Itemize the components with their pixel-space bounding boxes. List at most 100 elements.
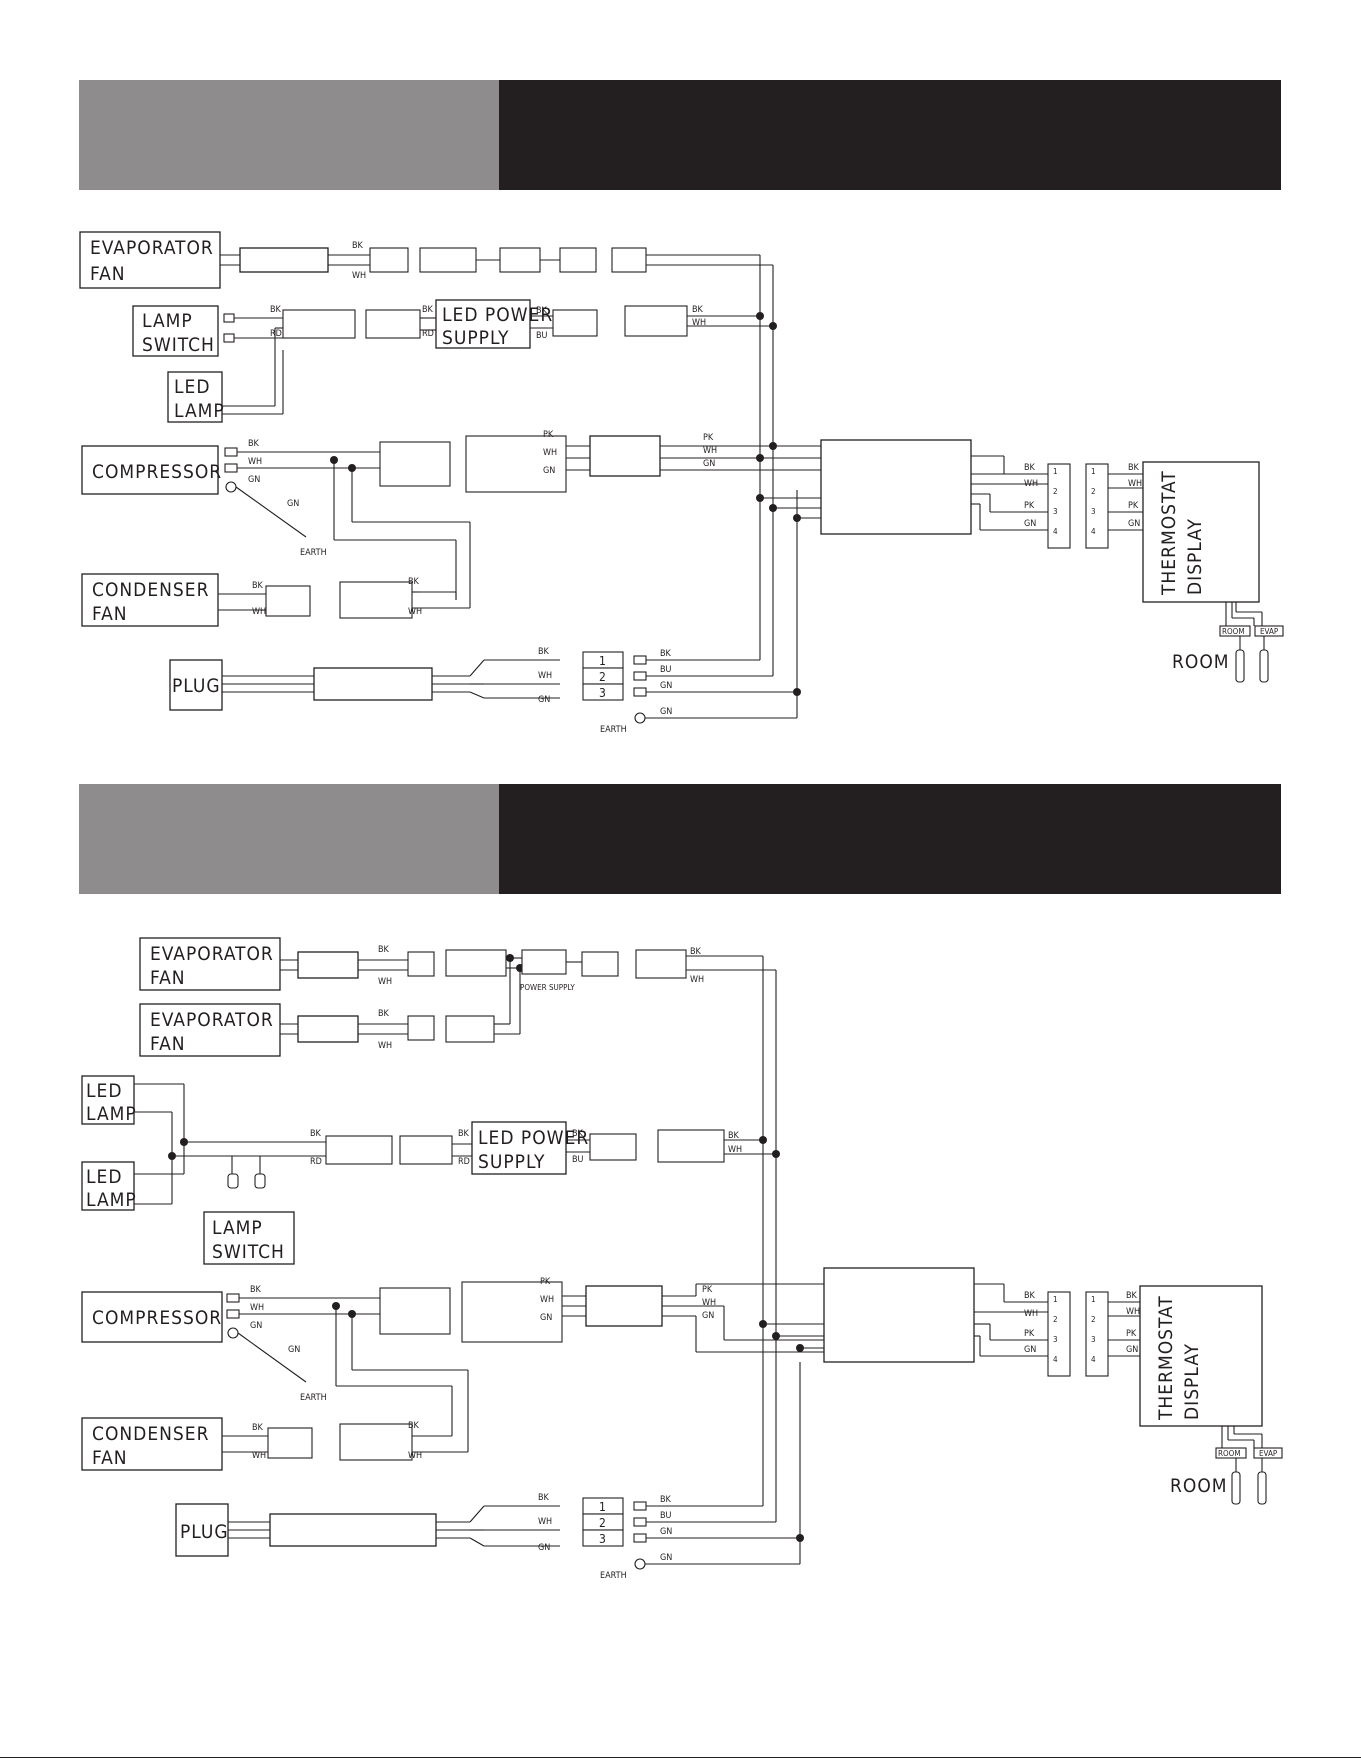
led-lamp-1-label-2: LAMP [86,1103,137,1125]
led-lamp-label-2: LAMP [174,400,225,422]
connector [445,1015,495,1043]
wire-label-rd: RD [270,329,282,339]
led-power-supply-label-2: SUPPLY [478,1151,545,1173]
terminal-number-3: 3 [599,1532,606,1546]
led-lamp-label-1: LED [174,376,210,398]
wire-label-bk: BK [690,947,702,957]
wire-label-gn: GN [538,695,550,705]
wire-label-gn: GN [1126,1345,1138,1355]
wire-label-bu: BU [536,331,548,341]
wire-label-gn: GN [660,707,672,717]
earth-label: EARTH [300,1393,327,1403]
wire-label-rd: RD [422,329,434,339]
wire-label-wh: WH [702,1298,716,1308]
connector [552,309,598,337]
connector [265,585,311,617]
led-lamp-1-label-1: LED [86,1080,122,1102]
compressor-cable-sleeve [585,1285,663,1327]
led-power-supply-box [435,299,531,349]
connector [325,1135,393,1165]
lamp-switch-label-2: SWITCH [142,334,215,356]
room-sensor-tag [1219,625,1251,637]
wire-label-bk: BK [1024,463,1036,473]
header-band-bottom [79,784,1281,894]
pin-number-4: 4 [1091,1355,1096,1364]
pin-number-4: 4 [1053,527,1058,536]
ground-terminal [227,1327,239,1339]
terminal [633,687,647,697]
pin-number-4: 4 [1091,527,1096,536]
thermostat-display-label-2: DISPLAY [1184,518,1206,595]
evap-sensor-probe [1257,1471,1267,1505]
wire-label-bk: BK [352,241,364,251]
wire-label-wh: WH [378,977,392,987]
wire-label-bk: BK [250,1285,262,1295]
terminal-block-row [582,1529,624,1547]
room-label: ROOM [1170,1475,1228,1497]
compressor-box [81,1291,223,1343]
compressor-socket-connector [465,435,567,493]
pin-number-1: 1 [1053,467,1058,476]
connector [369,247,409,273]
header-band-grey-block [79,80,499,190]
evaporator-fan-2-label-1: EVAPORATOR [150,1009,274,1031]
wire-label-bk: BK [728,1131,740,1141]
evaporator-fan-1-cable-sleeve [297,951,359,979]
power-supply-label: POWER SUPPLY [520,983,575,992]
terminal [226,1309,240,1319]
wire-label-gn: GN [1128,519,1140,529]
room-label: ROOM [1172,651,1230,673]
wire-label-pk: PK [1126,1329,1137,1339]
terminal [224,463,238,473]
led-lamp-2-box [81,1161,135,1211]
wire-label-rd: RD [310,1157,322,1167]
wire-label-wh: WH [538,1517,552,1527]
wire-label-bu: BU [660,665,672,675]
ground-terminal [225,481,237,493]
wire-label-gn: GN [702,1311,714,1321]
condenser-fan-label-1: CONDENSER [92,1423,209,1445]
room-tag-label: ROOM [1222,627,1245,636]
evaporator-fan-1-label-1: EVAPORATOR [150,943,274,965]
wire-label-wh: WH [408,1451,422,1461]
connector [399,1135,453,1165]
evap-tag-label: EVAP [1260,627,1279,636]
compressor-box [81,445,219,495]
evap-tag-label: EVAP [1259,1449,1278,1458]
plug-cable-sleeve [313,667,433,701]
terminal-number-1: 1 [599,1500,606,1514]
led-power-supply-box [471,1121,567,1175]
wire-label-bk: BK [1126,1291,1138,1301]
led-lamp-1-box [81,1075,135,1125]
evaporator-fan-1-box [139,937,281,991]
wire-label-wh: WH [378,1041,392,1051]
wire-label-pk: PK [543,430,554,440]
terminal [226,1293,240,1303]
wire-label-bk: BK [458,1129,470,1139]
wire-label-pk: PK [702,1285,713,1295]
pin-number-3: 3 [1091,1335,1096,1344]
terminal [223,333,235,343]
header-band-dark-block [499,784,1281,894]
evaporator-fan-label-1: EVAPORATOR [90,237,214,259]
plug-label: PLUG [180,1521,229,1543]
evaporator-fan-2-label-2: FAN [150,1033,186,1055]
compressor-plug-connector [379,441,451,487]
wire-label-pk: PK [1128,501,1139,511]
pin-number-3: 3 [1091,507,1096,516]
pin-number-3: 3 [1053,1335,1058,1344]
wire-label-rd: RD [458,1157,470,1167]
terminal-number-2: 2 [599,1516,606,1530]
wiring-diagram-2: EVAPORATOR FAN BK WH POWER SUPPLY BK WH … [0,912,1361,1632]
wire-label-wh: WH [703,446,717,456]
pin-number-2: 2 [1091,1315,1096,1324]
thermostat-display-label-1: THERMOSTAT [1158,470,1180,596]
wire-label-bk: BK [310,1129,322,1139]
wiring-diagram-2-svg: EVAPORATOR FAN BK WH POWER SUPPLY BK WH … [81,937,1283,1581]
connector [419,247,477,273]
terminal-block-row [582,683,624,701]
wire-label-gn: GN [660,1527,672,1537]
wire-label-wh: WH [408,607,422,617]
led-power-supply-label-1: LED POWER [442,304,553,326]
pin-number-1: 1 [1053,1295,1058,1304]
